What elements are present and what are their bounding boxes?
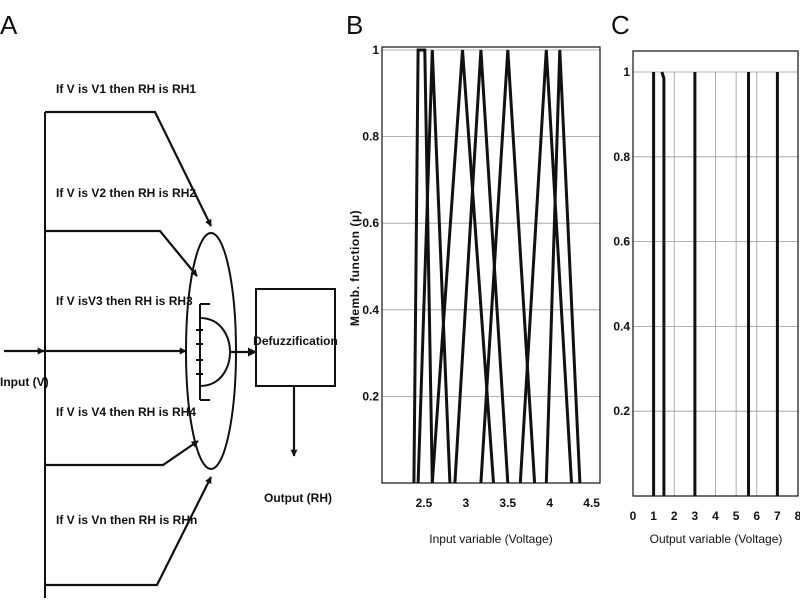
chart-b-xlabel: Input variable (Voltage) [429,532,552,546]
chart-c-xtick-label: 2 [671,509,678,523]
chart-b-ytick-label: 0.2 [362,389,379,403]
chart-b-xtick-label: 4 [546,496,553,510]
chart-c-xtick-label: 4 [712,509,719,523]
chart-c-xlabel: Output variable (Voltage) [650,532,783,546]
chart-b-membership-line [479,49,537,484]
chart-c-gridlines [632,71,799,496]
chart-c-ytick-label: 0.4 [613,319,630,333]
chart-b-ytick-label: 0.8 [362,130,379,144]
chart-c-xtick-label: 1 [650,509,657,523]
chart-b-membership-line [544,49,582,484]
chart-c-ytick-label: 1 [623,65,630,79]
rule-1-label: If V is V1 then RH is RH1 [56,82,196,96]
rule-5-label: If V is Vn then RH is RHn [56,513,197,527]
rule-5-arrow [45,476,212,587]
defuzzification-label: Defuzzification [253,334,338,348]
chart-c-ytick-label: 0.6 [613,235,630,249]
chart-c-ytick-group: 0.2 0.4 0.6 0.8 1 [613,65,630,418]
chart-c-xtick-label: 7 [774,509,781,523]
chart-c-series-group [652,71,779,496]
output-label: Output (RH) [264,491,332,505]
chart-c-xtick-label: 3 [692,509,699,523]
chart-b-membership-line [430,49,495,484]
chart-b-membership-line [412,48,434,484]
chart-c-xtick-label: 6 [753,509,760,523]
chart-b-ytick-label: 0.4 [362,303,379,317]
chart-c-membership-line [660,71,666,496]
chart-b-xtick-label: 4.5 [583,496,600,510]
panel-a: A If V is V1 then RH is RH1 If V is V2 t… [0,10,338,598]
chart-b-ytick-label: 0.6 [362,216,379,230]
chart-c-xtick-label: 5 [733,509,740,523]
input-label: Input (V) [0,375,49,389]
rule-3-label: If V isV3 then RH is RH3 [56,294,193,308]
chart-b-xtick-label: 2.5 [416,496,433,510]
chart-b-membership-line [518,49,573,484]
chart-b-series-group [412,48,582,484]
chart-c-xtick-label: 8 [795,509,800,523]
rule-4-arrow [45,440,199,467]
chart-c-ytick-label: 0.2 [613,404,630,418]
chart-b-ytick-group: 0.2 0.4 0.6 0.8 1 [362,43,379,403]
rule-1-arrow [45,110,212,227]
defuzzification-block [255,288,336,387]
chart-b-xtick-label: 3.5 [499,496,516,510]
chart-b-membership-line [453,49,510,484]
chart-b-ylabel: Memb. function (μ) [348,210,362,326]
panel-a-letter: A [0,10,18,40]
chart-b-frame [381,46,601,484]
rule-2-label: If V is V2 then RH is RH2 [56,186,196,200]
panel-c-letter: C [611,10,630,40]
chart-b-ytick-label: 1 [372,43,379,57]
chart-c-xtick-label: 0 [630,509,637,523]
chart-b-xtick-group: 2.5 3 3.5 4 4.5 [416,496,601,510]
panel-b-letter: B [346,10,363,40]
rule-4-label: If V is V4 then RH is RH4 [56,405,196,419]
aggregation-gate-icon [196,303,232,401]
rule-2-arrow [45,229,198,277]
chart-c-frame [632,50,799,497]
aggregator-ellipse [185,232,237,470]
chart-c-ytick-label: 0.8 [613,150,630,164]
chart-b-membership-line [416,49,452,484]
chart-b-xtick-label: 3 [463,496,470,510]
